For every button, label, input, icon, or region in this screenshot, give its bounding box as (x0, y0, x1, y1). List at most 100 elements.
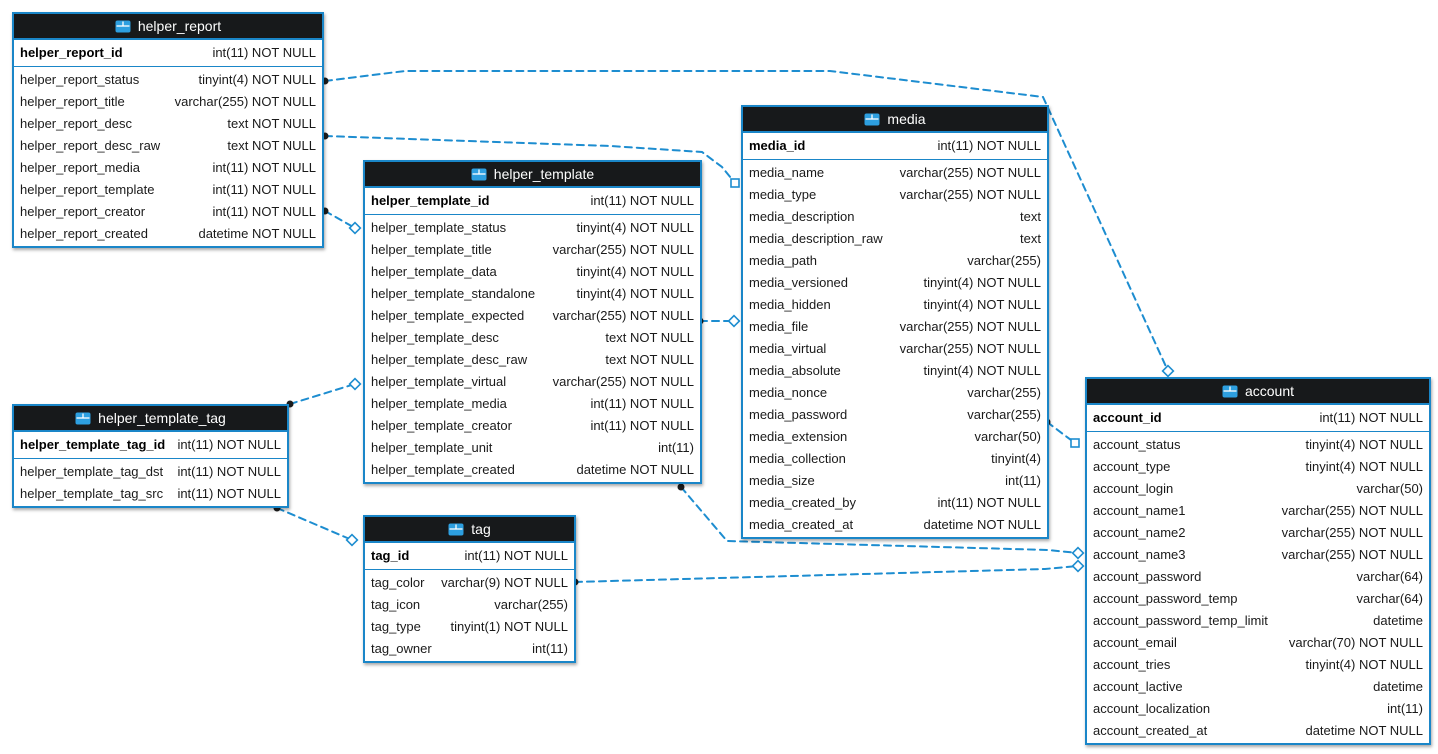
connector-diamond-endpoint (345, 533, 359, 547)
table-header[interactable]: helper_report (14, 14, 322, 40)
column-name: account_id (1093, 410, 1162, 425)
relationship-helper_report-helper_template[interactable] (321, 207, 362, 235)
table-header[interactable]: helper_template (365, 162, 700, 188)
column-name: media_file (749, 319, 809, 334)
table-header[interactable]: account (1087, 379, 1429, 405)
column-type: varchar(255) (967, 407, 1041, 422)
column-name: helper_report_desc (20, 116, 133, 131)
relationship-tag-account[interactable] (571, 559, 1085, 586)
connector-dot-endpoint (677, 483, 685, 491)
table-header[interactable]: tag (365, 517, 574, 543)
column-type: int(11) NOT NULL (590, 193, 694, 208)
column-type: varchar(255) NOT NULL (1281, 503, 1423, 518)
column-name: media_id (749, 138, 806, 153)
column-type: int(11) NOT NULL (212, 45, 316, 60)
table-title: helper_template (493, 166, 595, 182)
relationship-helper_template-media[interactable] (696, 314, 741, 328)
column-type: varchar(50) (974, 429, 1041, 444)
table-header[interactable]: media (743, 107, 1047, 133)
column-name: media_type (749, 187, 817, 202)
column-type: int(11) NOT NULL (590, 396, 694, 411)
column-type: int(11) NOT NULL (464, 548, 568, 563)
table-header[interactable]: helper_template_tag (14, 406, 287, 432)
relationship-helper_template_tag-helper_template[interactable] (286, 377, 362, 408)
column-name: tag_id (371, 548, 410, 563)
table-row[interactable]: tag_id int(11) NOT NULL (365, 543, 574, 570)
relationship-helper_template-account[interactable] (677, 483, 1085, 560)
relationship-helper_template_tag-tag[interactable] (273, 504, 359, 547)
connector-square-endpoint (1070, 438, 1080, 448)
column-type: datetime (1373, 679, 1423, 694)
